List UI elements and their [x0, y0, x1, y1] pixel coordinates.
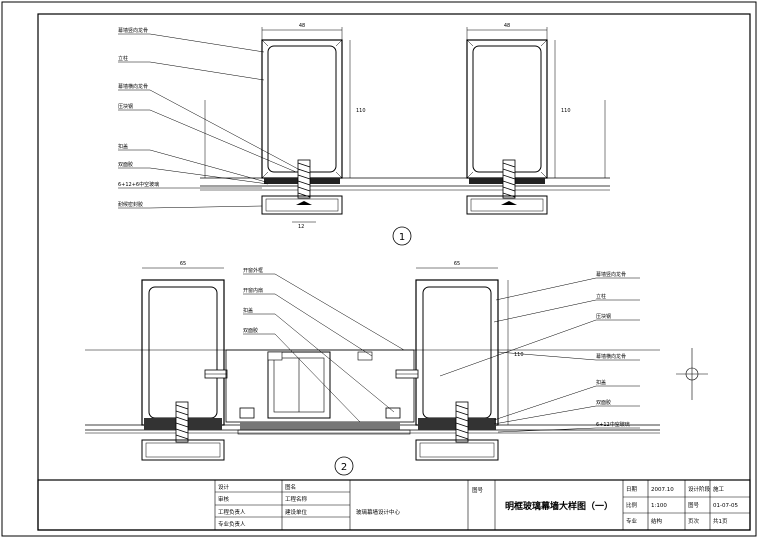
title-block [37, 479, 751, 531]
dim-1-gap: 12 [298, 224, 304, 230]
dim-2-height: 110 [514, 352, 524, 358]
tb-date: 2007.10 [651, 487, 674, 493]
label-2-right-0: 幕墙竖向龙骨 [596, 271, 626, 278]
tb-type: 结构 [651, 517, 663, 525]
tb-stage-label: 设计阶段 [688, 485, 711, 493]
inner-frame [37, 13, 751, 531]
window-sash [267, 351, 331, 419]
pressure-plate-right [466, 195, 548, 215]
label-1-0: 幕墙竖向龙骨 [118, 27, 148, 34]
title-block-text: 设计 审核 工程负责人 专业负责人 图名 工程名称 建设单位 玻璃幕墙设计中心 … [218, 483, 738, 528]
label-1-2: 幕墙横向龙骨 [118, 83, 148, 90]
label-2-right-3: 幕墙横向龙骨 [596, 353, 626, 360]
tb-stage: 施工 [713, 485, 725, 493]
label-1-4: 扣盖 [118, 143, 128, 150]
dim-1-left-width: 48 [299, 23, 305, 29]
dim-1-right-width: 48 [504, 23, 510, 29]
label-2-left-2: 扣盖 [243, 307, 253, 314]
dim-2-left-width: 65 [180, 261, 186, 267]
tb-mid-1: 工程名称 [285, 495, 308, 503]
tb-date-label: 日期 [626, 486, 638, 493]
screw-right [502, 159, 516, 199]
callout-2 [334, 456, 354, 476]
detail-1: 48 110 12 48 110 幕墙竖向龙骨 立柱 幕墙横向龙骨 压块钢 扣盖… [118, 23, 610, 246]
label-2-right-2: 压块钢 [596, 313, 611, 320]
tb-scale: 1:100 [651, 503, 667, 509]
gasket-2-mid [240, 422, 400, 430]
label-2-right-4: 扣盖 [596, 379, 606, 386]
label-2-right-6: 6+12中空玻璃 [596, 421, 630, 428]
tb-scale-label: 比例 [626, 501, 638, 509]
detail-2: 65 65 110 开窗外框 开窗内扇 扣盖 双面胶 [85, 261, 708, 476]
dim-1-right-height: 110 [561, 108, 571, 114]
label-2-right-5: 双面胶 [596, 399, 611, 406]
dim-1-left-height: 110 [356, 108, 366, 114]
callout-1-label: 1 [399, 232, 405, 243]
dim-2-right-width: 65 [454, 261, 460, 267]
tb-mid-2: 建设单位 [285, 508, 308, 516]
tb-sheet-no: 01-07-05 [713, 503, 738, 509]
mullion-left [261, 39, 343, 179]
label-1-5: 双面胶 [118, 161, 133, 168]
tb-type-label: 专业 [626, 517, 638, 525]
tb-drawing-no-label: 图号 [472, 486, 484, 494]
tb-sheet-label: 图号 [688, 501, 700, 509]
pressure-plate-2-left [141, 439, 225, 461]
label-1-7: 耐候密封胶 [118, 201, 143, 208]
label-1-1: 立柱 [118, 55, 128, 62]
pressure-plate-2-right [415, 439, 499, 461]
tb-cell-2: 工程负责人 [218, 508, 246, 516]
mullion-left-inner [267, 45, 337, 173]
tb-mid-value: 玻璃幕墙设计中心 [356, 508, 401, 516]
label-2-left-1: 开窗内扇 [243, 287, 263, 294]
label-2-left-0: 开窗外框 [243, 267, 263, 274]
callout-1 [392, 226, 412, 246]
tb-page-label: 页次 [688, 517, 700, 525]
drawing-title: 明框玻璃幕墙大样图（一） [505, 500, 613, 512]
label-2-left-3: 双面胶 [243, 327, 258, 334]
tb-cell-1: 审核 [218, 495, 230, 503]
screw-left [297, 159, 311, 199]
pressure-plate-left [261, 195, 343, 215]
mullion-right-inner [472, 45, 542, 173]
mullion-right [466, 39, 548, 179]
callout-2-label: 2 [341, 462, 347, 473]
label-2-right-1: 立柱 [596, 293, 606, 300]
label-1-3: 压块钢 [118, 103, 133, 110]
tb-cell-0: 设计 [218, 483, 230, 491]
tb-page: 共1页 [713, 517, 728, 525]
tb-mid-0: 图名 [285, 483, 296, 491]
tb-cell-3: 专业负责人 [218, 520, 246, 528]
label-1-6: 6+12+6中空玻璃 [118, 181, 159, 188]
